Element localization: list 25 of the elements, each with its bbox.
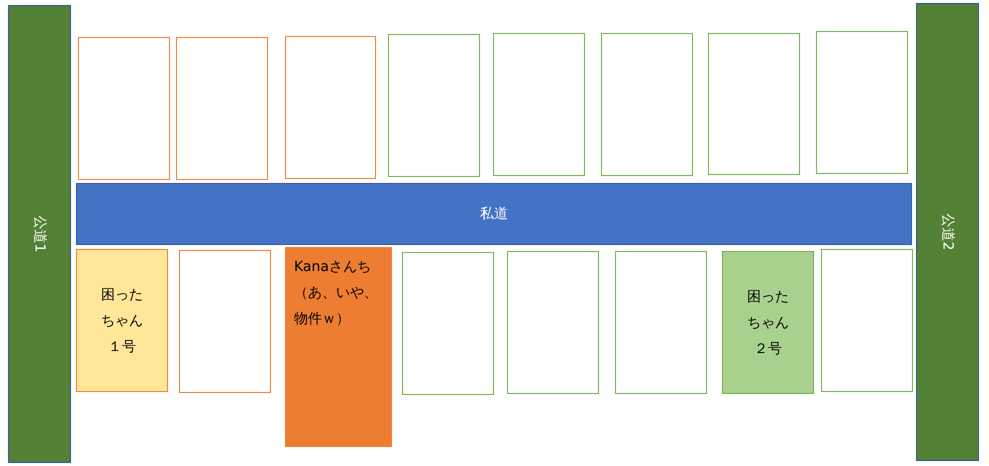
road-name: 公道2 bbox=[938, 214, 956, 250]
empty-plot bbox=[493, 33, 585, 176]
empty-plot bbox=[388, 34, 480, 177]
empty-plot bbox=[78, 37, 170, 180]
plot-label: 困ったちゃん２号 bbox=[746, 288, 790, 358]
lot-plot bbox=[76, 249, 168, 392]
road-strip bbox=[8, 5, 71, 463]
empty-plot bbox=[176, 37, 268, 180]
empty-plot bbox=[179, 250, 271, 393]
plot-label: Kanaさんち（あ、いや、物件ｗ） bbox=[294, 258, 379, 329]
empty-plot bbox=[821, 249, 913, 392]
plot-label: 困ったちゃん１号 bbox=[100, 286, 144, 356]
empty-plot bbox=[615, 251, 707, 394]
empty-plot bbox=[285, 36, 376, 179]
road-strip bbox=[916, 3, 979, 461]
empty-plot bbox=[507, 251, 599, 394]
empty-plot bbox=[816, 31, 908, 174]
empty-plot bbox=[601, 33, 693, 176]
private-road bbox=[76, 183, 912, 245]
lot-plot bbox=[722, 251, 814, 394]
empty-plot bbox=[402, 252, 494, 395]
road-name: 公道1 bbox=[30, 216, 48, 252]
house-plot bbox=[285, 247, 392, 447]
road-name: 私道 bbox=[480, 205, 508, 224]
empty-plot bbox=[708, 33, 800, 175]
